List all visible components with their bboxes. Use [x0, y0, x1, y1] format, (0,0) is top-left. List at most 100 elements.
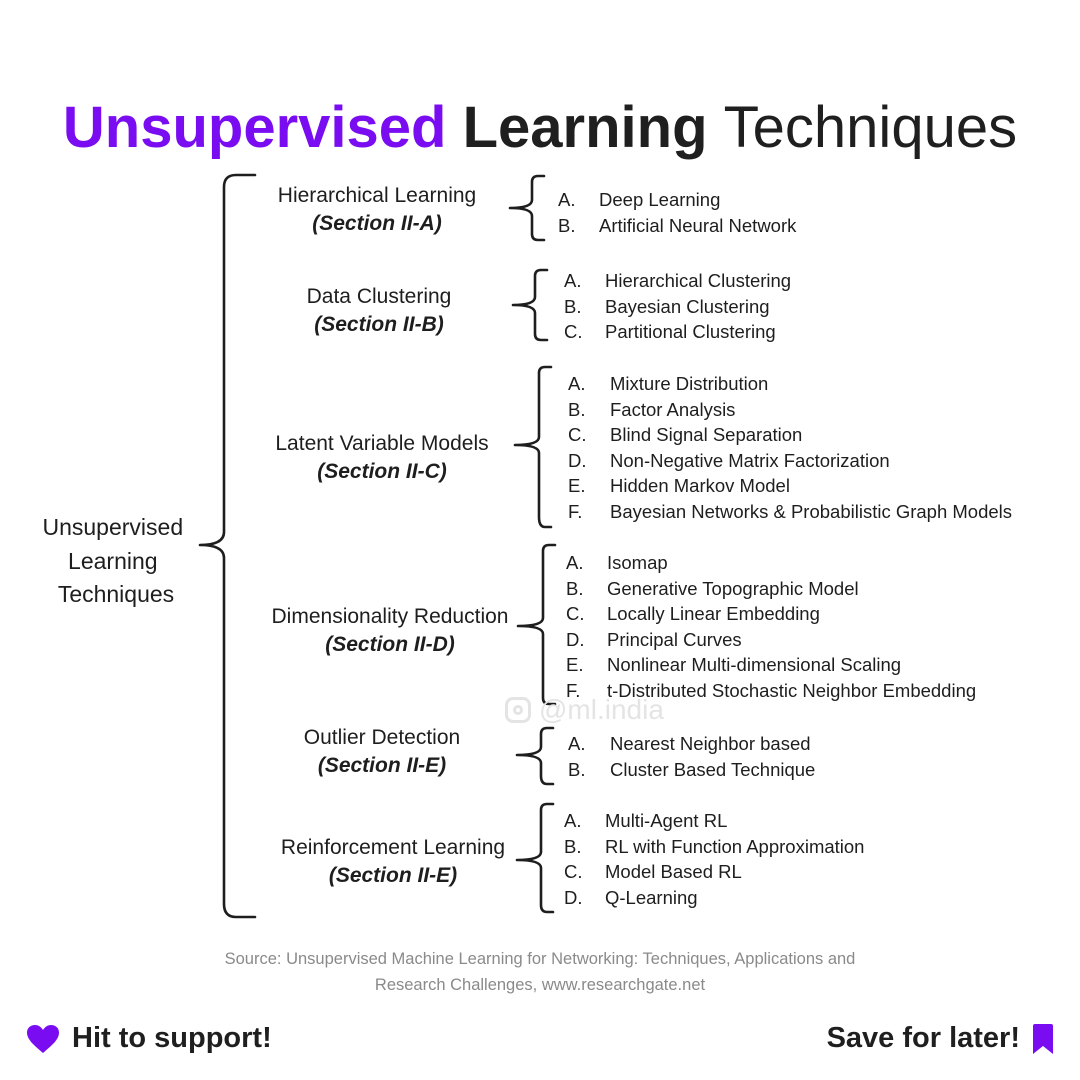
list-item: B.Artificial Neural Network: [558, 213, 796, 239]
item-label: Generative Topographic Model: [607, 577, 859, 599]
list-item: B.RL with Function Approximation: [564, 834, 864, 860]
root-label-line-3: Techniques: [58, 581, 174, 607]
list-item: D. Principal Curves: [566, 627, 976, 653]
item-marker: C.: [566, 603, 585, 624]
item-marker: A.: [558, 189, 576, 210]
item-marker: D.: [566, 628, 585, 650]
item-label: Hierarchical Clustering: [605, 270, 792, 291]
items-reinforcement-learning: A. Multi-Agent RL B.RL with Function Appr…: [564, 808, 864, 910]
source-citation: Source: Unsupervised Machine Learning fo…: [150, 946, 930, 998]
item-marker: B.: [564, 295, 582, 317]
support-text: Hit to support!: [72, 1022, 272, 1054]
items-outlier-detection: A.Nearest Neighbor based B.Cluster Based…: [568, 731, 815, 782]
item-label: Q-Learning: [605, 886, 698, 908]
item-label: Artificial Neural Network: [599, 214, 797, 236]
item-label: Locally Linear Embedding: [607, 603, 820, 624]
item-label: Bayesian Clustering: [605, 295, 770, 317]
category-section: (Section II-A): [312, 212, 442, 235]
bookmark-icon[interactable]: [1032, 1023, 1054, 1055]
category-brace-data-clustering: [511, 268, 549, 342]
item-marker: B.: [564, 835, 582, 857]
category-brace-reinforcement-learning: [515, 802, 555, 914]
category-section: (Section II-E): [317, 754, 447, 777]
list-item: E.Nonlinear Multi-dimensional Scaling: [566, 652, 976, 678]
root-label: Unsupervised Learning Techniques: [42, 514, 189, 607]
list-item: F. t-Distributed Stochastic Neighbor Embe…: [566, 678, 976, 704]
save-cta[interactable]: Save for later!: [827, 1022, 1054, 1055]
list-item: E.Hidden Markov Model: [568, 473, 1012, 499]
items-hierarchical-learning: A. Deep Learning B.Artificial Neural Netw…: [558, 187, 796, 238]
list-item: C. Partitional Clustering: [564, 319, 791, 345]
item-label: Isomap: [607, 552, 668, 573]
item-marker: F.: [566, 679, 581, 701]
category-outlier-detection: Outlier Detection (Section II-E): [246, 724, 518, 780]
heart-icon[interactable]: [26, 1024, 60, 1054]
category-section: (Section II-E): [328, 864, 458, 887]
list-item: D. Q-Learning: [564, 885, 864, 911]
category-name: Data Clustering: [306, 285, 452, 308]
item-label: Nearest Neighbor based: [610, 733, 811, 754]
list-item: A. Multi-Agent RL: [564, 808, 864, 834]
root-brace: [198, 173, 257, 919]
category-latent-variable-models: Latent Variable Models (Section II-C): [250, 430, 514, 486]
item-marker: E.: [568, 475, 586, 496]
item-label: t-Distributed Stochastic Neighbor Embedd…: [607, 679, 977, 701]
item-label: Principal Curves: [607, 628, 742, 650]
category-name: Outlier Detection: [303, 726, 461, 749]
list-item: A.Hierarchical Clustering: [564, 268, 791, 294]
category-section: (Section II-C): [317, 460, 447, 483]
item-marker: C.: [564, 321, 583, 342]
list-item: B. Bayesian Clustering: [564, 294, 791, 320]
page-title: Unsupervised Learning Techniques: [0, 93, 1080, 163]
item-marker: B.: [566, 577, 584, 599]
list-item: C. Locally Linear Embedding: [566, 601, 976, 627]
items-data-clustering: A.Hierarchical Clustering B. Bayesian Clu…: [564, 268, 791, 345]
title-word-techniques: Techniques: [723, 94, 1018, 160]
list-item: D. Non-Negative Matrix Factorization: [568, 448, 1012, 474]
item-label: Multi-Agent RL: [605, 810, 728, 831]
item-marker: D.: [568, 449, 587, 471]
watermark: @ml.india: [505, 694, 664, 726]
instagram-icon: [505, 697, 531, 723]
item-marker: C.: [568, 424, 587, 445]
source-line-1: Source: Unsupervised Machine Learning fo…: [224, 950, 856, 968]
category-brace-hierarchical-learning: [508, 174, 546, 242]
root-label-line-1: Unsupervised: [42, 514, 183, 540]
root-label-line-2: Learning: [68, 548, 158, 574]
list-item: B.Cluster Based Technique: [568, 757, 815, 783]
watermark-handle: @ml.india: [539, 694, 664, 725]
list-item: B. Factor Analysis: [568, 397, 1012, 423]
support-cta[interactable]: Hit to support!: [26, 1022, 272, 1055]
item-marker: D.: [564, 886, 583, 908]
item-marker: B.: [568, 758, 586, 780]
category-brace-latent-variable-models: [513, 365, 553, 529]
item-label: Mixture Distribution: [610, 373, 769, 394]
item-marker: A.: [566, 552, 584, 573]
title-word-learning: Learning: [462, 94, 708, 160]
title-word-unsupervised: Unsupervised: [62, 94, 447, 160]
item-label: Non-Negative Matrix Factorization: [610, 449, 890, 471]
category-data-clustering: Data Clustering (Section II-B): [246, 283, 512, 339]
category-name: Latent Variable Models: [275, 432, 489, 455]
category-name: Reinforcement Learning: [280, 836, 506, 859]
list-item: B. Generative Topographic Model: [566, 576, 976, 602]
category-brace-outlier-detection: [515, 726, 555, 786]
category-section: (Section II-D): [325, 633, 455, 656]
list-item: C.Blind Signal Separation: [568, 422, 1012, 448]
item-label: Deep Learning: [599, 189, 721, 210]
list-item: A.Nearest Neighbor based: [568, 731, 815, 757]
list-item: C.Model Based RL: [564, 859, 864, 885]
list-item: A. Mixture Distribution: [568, 371, 1012, 397]
item-marker: B.: [568, 398, 586, 420]
item-marker: E.: [566, 654, 584, 675]
list-item: A. Deep Learning: [558, 187, 796, 213]
source-line-2: Research Challenges, www.researchgate.ne…: [374, 976, 706, 994]
items-dimensionality-reduction: A.Isomap B.Generative Topographic Model …: [566, 550, 976, 703]
item-label: Partitional Clustering: [605, 321, 776, 342]
item-label: Model Based RL: [605, 861, 742, 882]
list-item: A. Isomap: [566, 550, 976, 576]
item-marker: A.: [568, 373, 586, 394]
item-marker: A.: [564, 810, 582, 831]
item-label: Factor Analysis: [610, 398, 736, 420]
